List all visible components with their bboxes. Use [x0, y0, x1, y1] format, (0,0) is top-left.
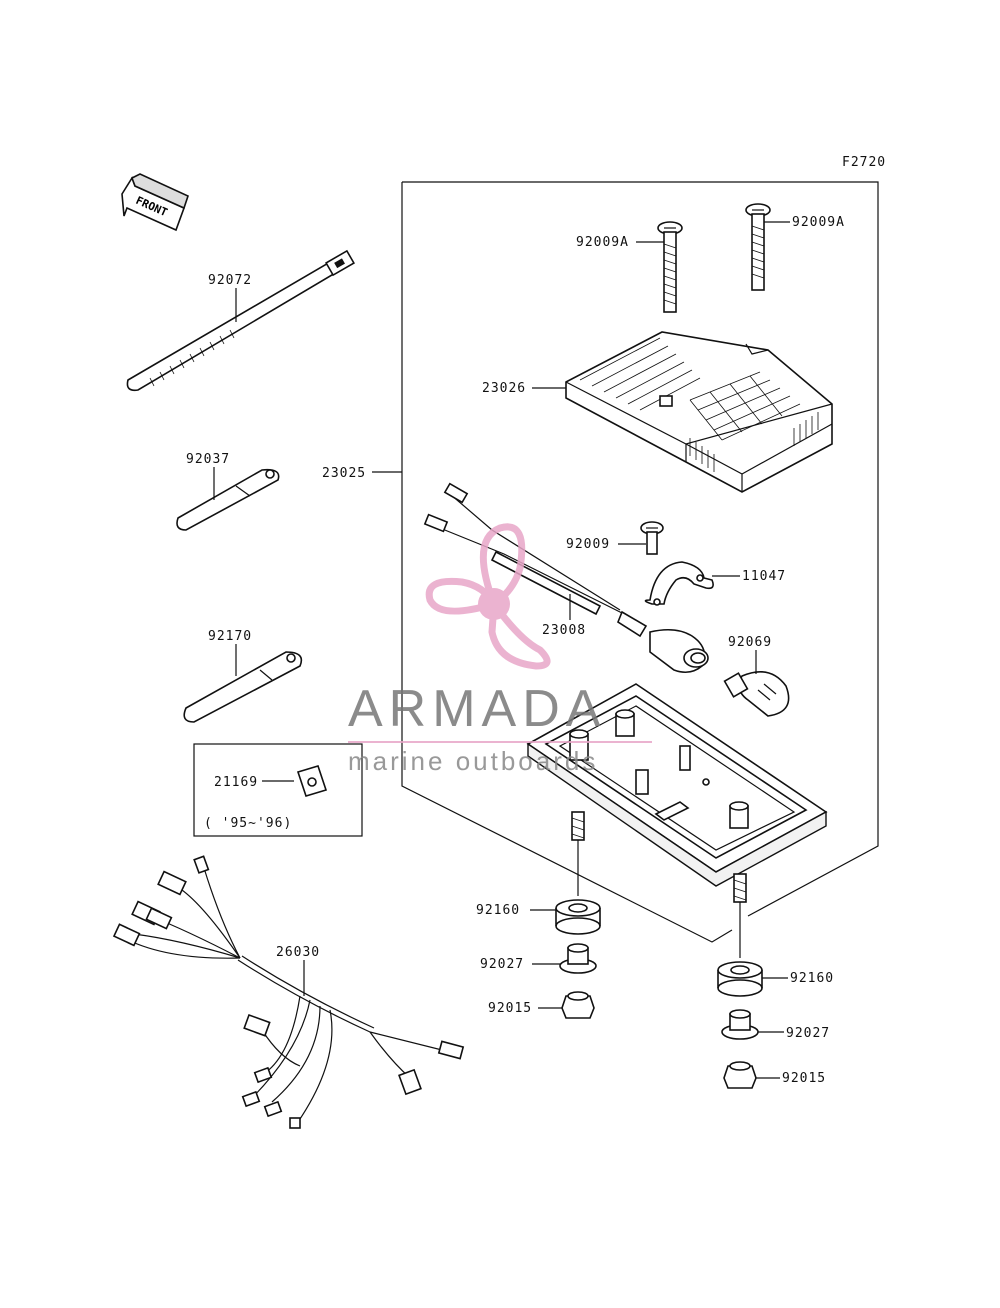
callout-26030: 26030 [276, 945, 320, 960]
band-92037-part [176, 468, 280, 531]
callout-92015-right: 92015 [782, 1071, 826, 1086]
callout-23008: 23008 [542, 623, 586, 638]
grommet-left-part [555, 840, 601, 935]
callout-92160-left: 92160 [476, 903, 520, 918]
assembly-boundary [372, 181, 879, 943]
cable-tie-part [126, 249, 355, 392]
armada-watermark: ARMADA marine outboards [348, 523, 652, 776]
screw-left-part [657, 221, 683, 313]
figure-code: F2720 [842, 155, 886, 170]
lens-part [565, 331, 833, 493]
clamp-part [644, 561, 714, 606]
nut-clip-inset [193, 743, 363, 837]
callout-92027-right: 92027 [786, 1026, 830, 1041]
callout-92009: 92009 [566, 537, 610, 552]
front-arrow-icon: FRONT [121, 173, 189, 232]
nut-left-part [561, 991, 595, 1019]
wire-harness-part [112, 855, 465, 1129]
callout-11047: 11047 [742, 569, 786, 584]
callout-92072: 92072 [208, 273, 252, 288]
grommet-right-part [717, 902, 763, 997]
callout-92009A-left: 92009A [576, 235, 629, 250]
watermark-brand: ARMADA [348, 680, 606, 738]
collar-right-part [721, 1009, 759, 1040]
callout-23025: 23025 [322, 466, 366, 481]
watermark-tagline: marine outboards [348, 746, 598, 776]
small-screw-part [640, 521, 664, 555]
callout-92027-left: 92027 [480, 957, 524, 972]
callout-92170: 92170 [208, 629, 252, 644]
callout-23026: 23026 [482, 381, 526, 396]
nut-right-part [723, 1061, 757, 1089]
band-92170-part [183, 651, 303, 723]
callout-92015-left: 92015 [488, 1001, 532, 1016]
screw-right-part [745, 203, 771, 291]
callout-92160-right: 92160 [790, 971, 834, 986]
bulb-part [723, 670, 790, 717]
propeller-logo-icon [425, 523, 551, 670]
callout-92037: 92037 [186, 452, 230, 467]
callout-years: ( '95~'96) [204, 816, 292, 831]
collar-left-part [559, 943, 597, 974]
housing-base-part [526, 683, 828, 903]
callout-92009A-right: 92009A [792, 215, 845, 230]
callout-21169: 21169 [214, 775, 258, 790]
callout-92069: 92069 [728, 635, 772, 650]
